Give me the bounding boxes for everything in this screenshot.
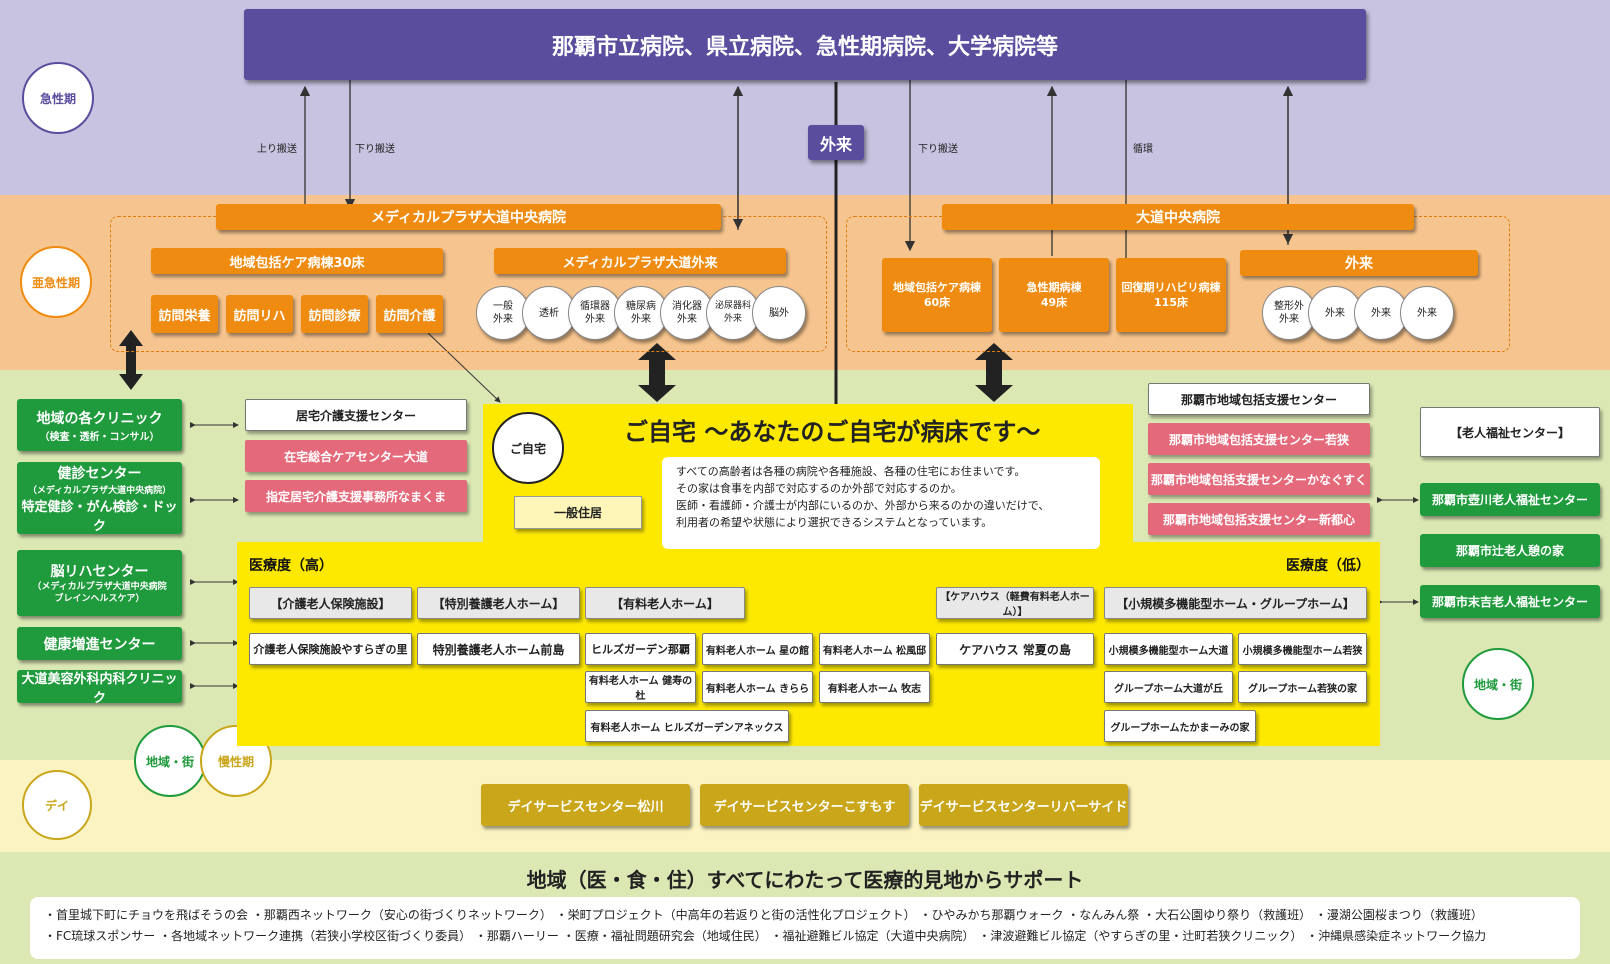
day-service: デイサービスセンターこすもす [700, 784, 909, 826]
service-home-nutrition: 訪問栄養 [151, 295, 218, 333]
left-clinic-title: 健診センター [57, 465, 142, 482]
clinic-circle: 一般 外来 [476, 286, 530, 340]
bottom-activities-line: ・首里城下町にチョウを飛ばそうの会 ・那覇西ネットワーク（安心の街づくりネットワ… [44, 908, 1483, 922]
service-home-medical: 訪問診療 [301, 295, 368, 333]
phase-day-circle: デイ [22, 770, 92, 840]
facility-item: 特別養護老人ホーム前島 [417, 633, 580, 665]
transport-down-label-1: 下り搬送 [355, 144, 395, 155]
side-arrows [190, 422, 1419, 689]
facility-item: 小規模多機能型ホーム大道 [1104, 633, 1233, 665]
clinic-circle: 整形外 外来 [1262, 286, 1316, 340]
facility-item: グループホームたかまーみの家 [1104, 710, 1256, 742]
home-title: ご自宅 ～あなたのご自宅が病床です～ [624, 418, 1041, 446]
clinic-circle: 脳外 [752, 286, 806, 340]
medical-level-low: 医療度（低） [1286, 558, 1370, 574]
left-clinic-title: 地域の各クリニック [36, 410, 163, 427]
clinic-circle: 外来 [1308, 286, 1362, 340]
clinic-circle: 糖尿病 外来 [614, 286, 668, 340]
clinic-circle: 循環器 外来 [568, 286, 622, 340]
top-hospital-bar: 那覇市立病院、県立病院、急性期病院、大学病院等 [244, 9, 1366, 80]
facility-item: 有料老人ホーム きらら [702, 671, 813, 703]
facility-item: 有料老人ホーム 牧志 [819, 671, 930, 703]
daido-hospital-title: 大道中央病院 [942, 204, 1414, 230]
facility-item: 小規模多機能型ホーム若狭 [1238, 633, 1367, 665]
general-housing: 一般住居 [514, 496, 642, 529]
transport-cycle-label: 循環 [1133, 144, 1153, 155]
day-service: デイサービスセンターリバーサイド [919, 784, 1128, 826]
clinic-circle: 泌尿器科 外来 [706, 286, 760, 340]
outpatient-tag: 外来 [808, 125, 864, 160]
transport-up-label: 上り搬送 [257, 144, 297, 155]
transport-down-label-2: 下り搬送 [918, 144, 958, 155]
support-center-white: 那覇市地域包括支援センター [1148, 383, 1370, 415]
facility-type-header: 【特別養護老人ホーム】 [417, 587, 580, 619]
elderly-welfare-item: 那覇市辻老人憩の家 [1420, 534, 1600, 567]
phase-subacute-circle: 亜急性期 [20, 246, 92, 318]
bottom-activities-line: ・FC琉球スポンサー ・各地域ネットワーク連携（若狭小学校区街づくり委員） ・那… [44, 929, 1487, 943]
ward-box: 急性期病棟 49床 [999, 258, 1109, 332]
medical-plaza-outpatient-title: メディカルプラザ大道外来 [494, 248, 786, 274]
left-clinic-regional: 地域の各クリニック （検査・透析・コンサル） [17, 399, 182, 451]
phase-community-right-circle: 地域・街 [1462, 648, 1534, 720]
medical-plaza-ward: 地域包括ケア病棟30床 [151, 248, 443, 274]
facility-type-header: 【有料老人ホーム】 [585, 587, 745, 619]
left-clinic-checkup: 健診センター （メディカルプラザ大道中央病院） 特定健診・がん検診・ドック [17, 462, 182, 534]
elderly-welfare-item: 那覇市壺川老人福祉センター [1420, 483, 1600, 516]
left-clinic-beauty: 大道美容外科内科クリニック [17, 670, 182, 706]
medical-plaza-title: メディカルプラザ大道中央病院 [216, 204, 721, 230]
home-circle: ご自宅 [492, 412, 564, 484]
big-arrows [119, 330, 1013, 402]
bottom-title: 地域（医・食・住）すべてにわたって医療的見地からサポート [526, 868, 1084, 892]
support-center-pink: 那覇市地域包括支援センター若狭 [1148, 423, 1370, 455]
facility-item: 有料老人ホーム 松風邸 [819, 633, 930, 665]
home-visit-line [427, 332, 501, 403]
left-clinic-sub: （検査・透析・コンサル） [39, 431, 160, 443]
facility-item: ケアハウス 常夏の島 [936, 633, 1094, 665]
clinic-circle: 外来 [1400, 286, 1454, 340]
facility-item: 有料老人ホーム 健寿の杜 [585, 671, 696, 703]
home-description: すべての高齢者は各種の病院や各種施設、各種の住宅にお住まいです。 その家は食事を… [662, 457, 1100, 549]
facility-item: ヒルズガーデン那覇 [585, 633, 696, 665]
care-center-white: 居宅介護支援センター [245, 399, 467, 431]
care-center-pink: 指定居宅介護支援事務所なまくま [245, 480, 467, 512]
daido-outpatient-title: 外来 [1240, 250, 1478, 276]
facility-item: 有料老人ホーム 星の館 [702, 633, 813, 665]
bottom-activities-box: ・首里城下町にチョウを飛ばそうの会 ・那覇西ネットワーク（安心の街づくりネットワ… [30, 897, 1580, 959]
facility-item: グループホーム大道が丘 [1104, 671, 1233, 703]
service-home-rehab: 訪問リハ [226, 295, 293, 333]
facility-item: グループホーム若狭の家 [1238, 671, 1367, 703]
service-home-care: 訪問介護 [376, 295, 443, 333]
clinic-circle: 消化器 外来 [660, 286, 714, 340]
support-center-pink: 那覇市地域包括支援センターかなぐすく [1148, 463, 1370, 495]
left-clinic-extra: 特定健診・がん検診・ドック [21, 499, 178, 534]
ward-box: 地域包括ケア病棟 60床 [882, 258, 992, 332]
facility-type-header: 【小規模多機能型ホーム・グループホーム】 [1104, 587, 1367, 619]
phase-community-circle: 地域・街 [134, 725, 206, 797]
ward-box: 回復期リハビリ病棟 115床 [1116, 258, 1226, 332]
day-service: デイサービスセンター松川 [481, 784, 690, 826]
support-center-pink: 那覇市地域包括支援センター新都心 [1148, 503, 1370, 535]
left-clinic-sub: （メディカルプラザ大道中央病院 ブレインヘルスケア） [32, 582, 167, 604]
left-clinic-title: 脳リハセンター [50, 564, 149, 580]
facility-item: 有料老人ホーム ヒルズガーデンアネックス [585, 710, 789, 742]
elderly-welfare-header: 【老人福祉センター】 [1420, 407, 1600, 457]
elderly-welfare-item: 那覇市末吉老人福祉センター [1420, 585, 1600, 618]
left-clinic-sub: （メディカルプラザ大道中央病院） [27, 485, 172, 496]
facility-type-header: 【介護老人保険施設】 [249, 587, 412, 619]
left-clinic-health: 健康増進センター [17, 627, 182, 660]
facility-item: 介護老人保険施設やすらぎの里 [249, 633, 412, 665]
medical-level-high: 医療度（高） [249, 558, 333, 574]
care-center-pink: 在宅総合ケアセンター大道 [245, 440, 467, 472]
left-clinic-brain-rehab: 脳リハセンター （メディカルプラザ大道中央病院 ブレインヘルスケア） [17, 550, 182, 616]
phase-acute-circle: 急性期 [22, 62, 94, 134]
facility-type-header: 【ケアハウス（軽費有料老人ホーム）】 [936, 587, 1094, 619]
